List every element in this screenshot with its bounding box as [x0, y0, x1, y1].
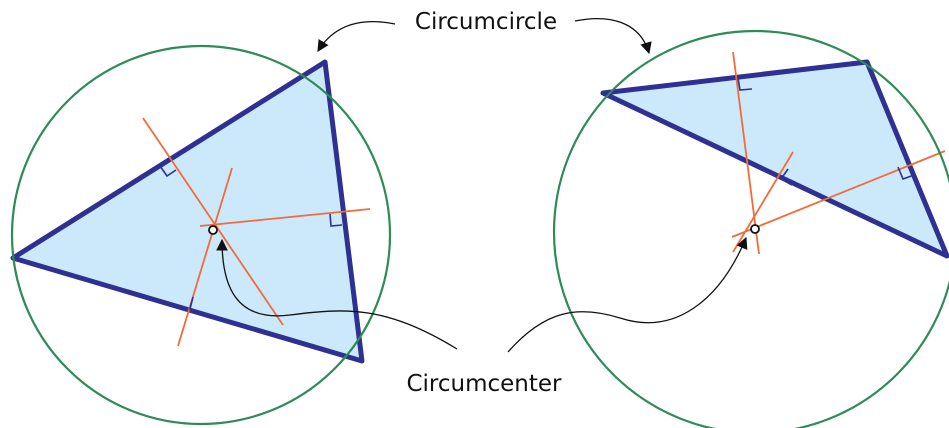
- perpendicular-bisector: [732, 151, 794, 253]
- circumcenter-point: [750, 224, 760, 234]
- right-angle-mark: [189, 296, 203, 314]
- circumcenter-arrow-right: [507, 236, 748, 353]
- perpendicular-bisector: [142, 117, 284, 326]
- right-angle-mark: [779, 168, 793, 186]
- acute-triangle-figure: [10, 44, 392, 426]
- perpendicular-bisector: [177, 167, 233, 347]
- perpendicular-bisector: [731, 150, 946, 238]
- circumcircle-arrow-left: [317, 21, 396, 52]
- right-angle-mark: [329, 213, 343, 227]
- right-angle-mark: [159, 165, 177, 178]
- circumcenter-point: [208, 225, 218, 235]
- circumcircle: [552, 29, 949, 428]
- right-angle-mark: [897, 166, 915, 181]
- circumcircle-label: Circumcircle: [415, 9, 557, 35]
- right-angle-mark: [737, 77, 753, 91]
- circumcircle-arrow-right: [574, 18, 652, 55]
- circumcenter-label: Circumcenter: [406, 371, 562, 397]
- obtuse-triangle: [600, 59, 949, 259]
- circumcenter-arrow-left: [216, 238, 458, 350]
- circumcircle: [10, 44, 392, 426]
- perpendicular-bisector: [732, 51, 760, 255]
- perpendicular-bisector: [199, 208, 371, 227]
- obtuse-triangle-figure: [552, 29, 949, 428]
